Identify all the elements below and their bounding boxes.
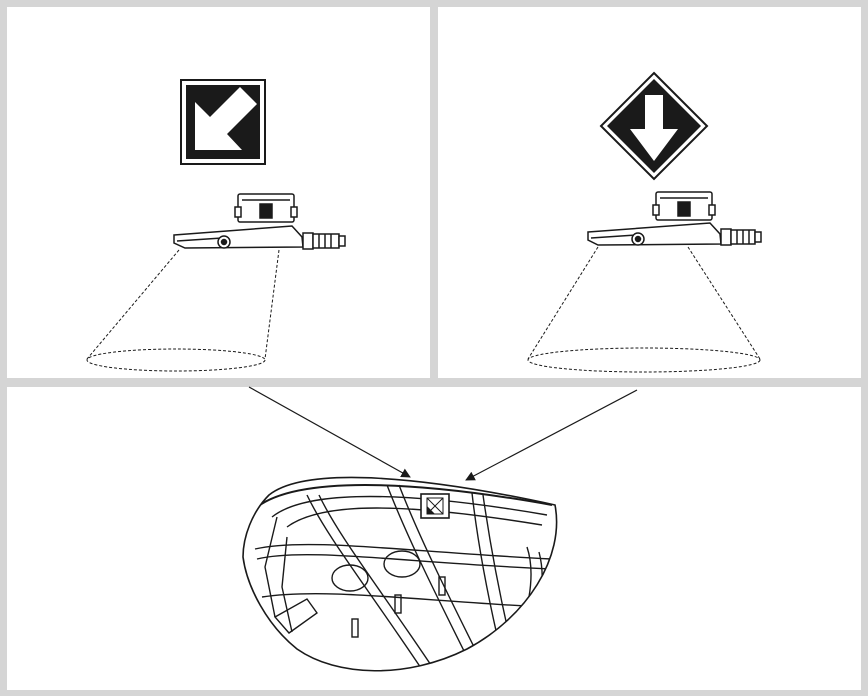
diagonal-arrow-square-sign (180, 79, 266, 165)
level-mount-panel (438, 7, 861, 378)
housing-detail-panel (7, 387, 861, 690)
tilted-mount-illustration (86, 79, 346, 372)
tilted-mount-panel (7, 7, 430, 378)
housing-underside-detail (242, 476, 558, 672)
mounting-direction-marker (420, 493, 450, 519)
light-beam-cone (86, 249, 280, 372)
light-beam-cone (527, 246, 761, 373)
light-fixture (587, 191, 762, 246)
detail-outline (242, 476, 558, 672)
level-mount-illustration (527, 71, 762, 373)
down-arrow-diamond-sign (599, 71, 709, 181)
diagonal-arrow-icon (195, 87, 257, 150)
light-fixture (173, 193, 346, 250)
down-arrow-icon (630, 95, 678, 161)
